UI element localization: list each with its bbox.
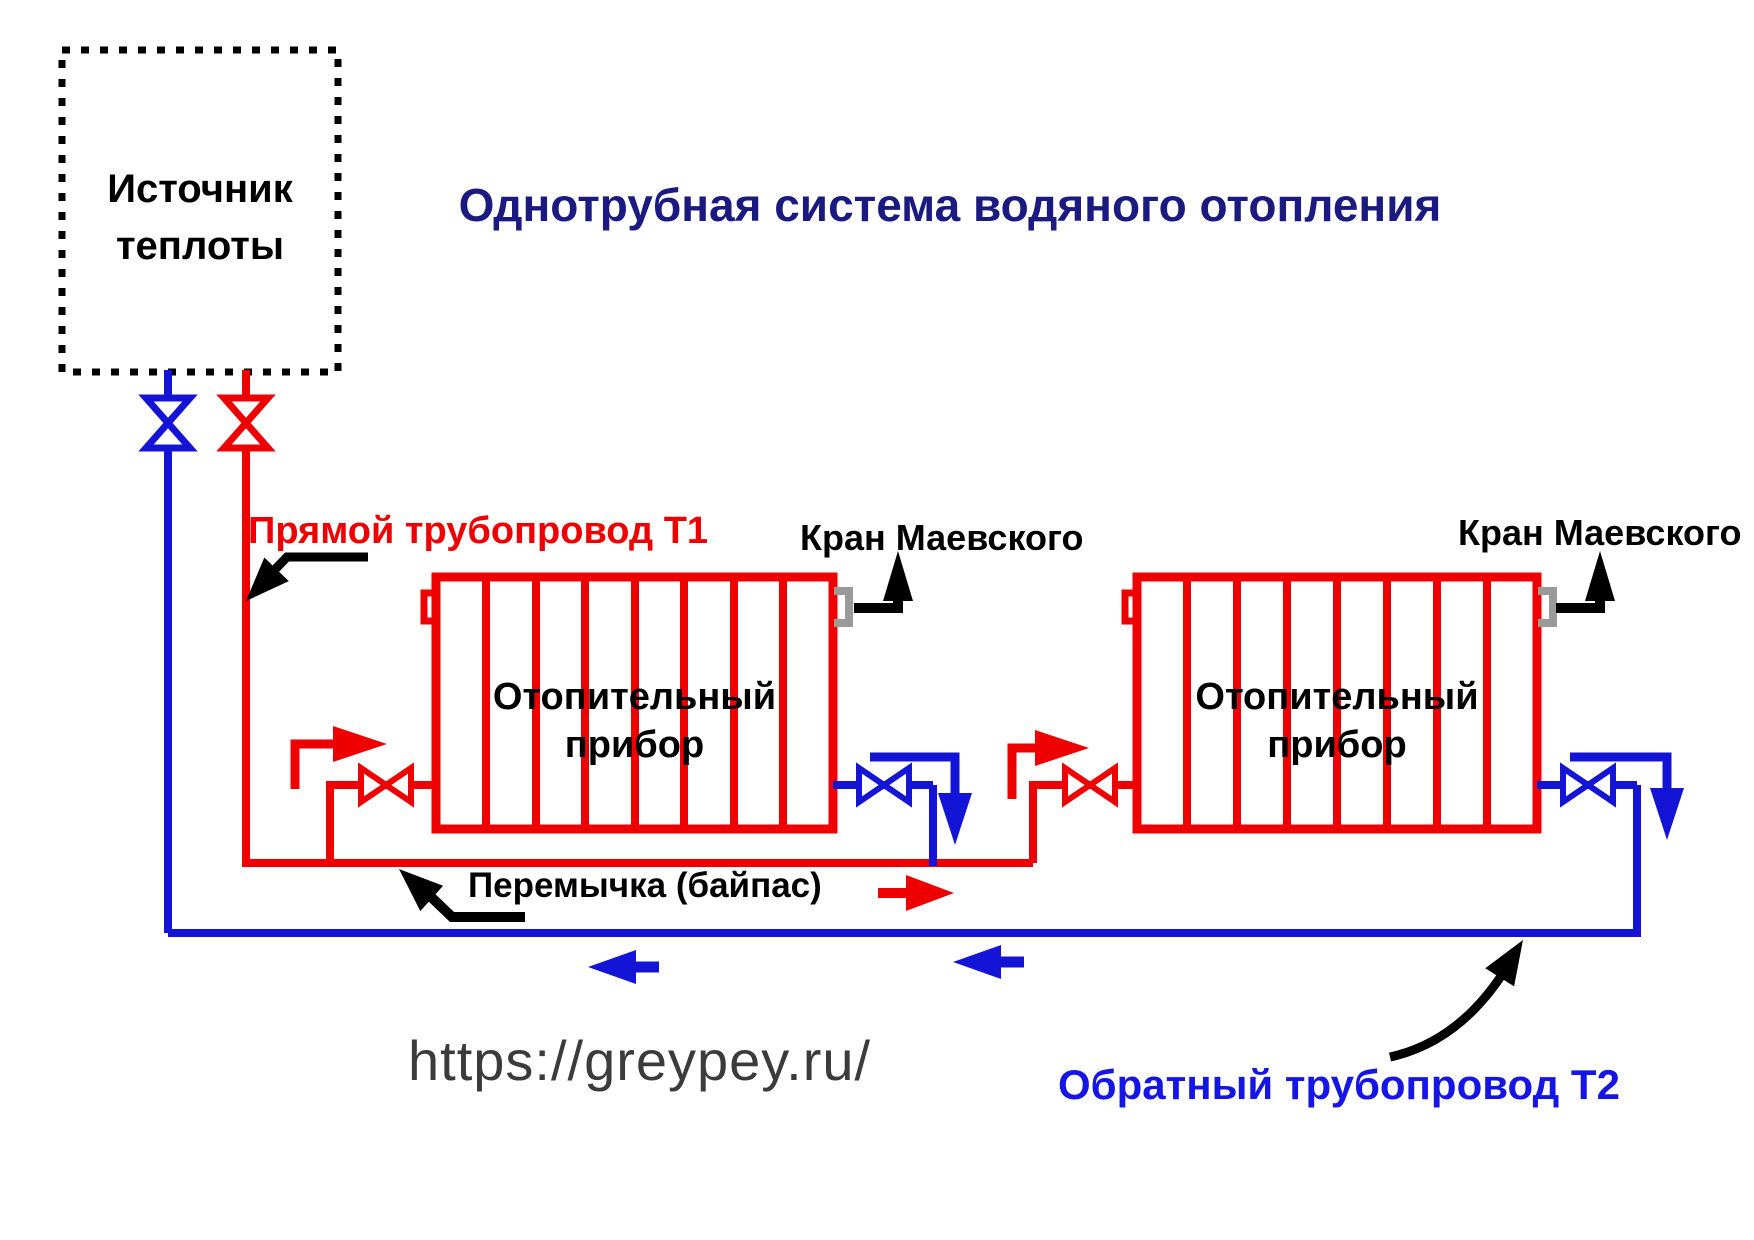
bypass-label: Перемычка (байпас) [468,866,822,905]
flow-arrow-return2-icon [953,945,1024,979]
radiator1-feed-valve-icon [358,762,414,808]
flow-arrow-exit1-icon [870,752,972,845]
flow-arrow-supply2-icon [1007,730,1089,799]
pointer-arrow-mayevsky2-icon [1556,551,1615,613]
mayevsky-valve1-label: Кран Маевского [800,517,1084,558]
pointer-arrow-bypass-icon [399,869,525,922]
radiator1-label: Отопительный прибор [492,676,777,766]
return-riser-valve-icon [138,394,198,452]
mayevsky-valve2-label: Кран Маевского [1458,512,1742,553]
pointer-arrow-mayevsky1-icon [854,551,913,613]
radiator2-feed-valve-icon [1062,762,1118,808]
flow-arrow-return1-icon [588,950,659,984]
supply-pipe-label: Прямой трубопровод Т1 [248,510,709,552]
radiator2-left-plug [1121,589,1137,625]
radiator2-exit-valve-icon [1560,762,1616,808]
radiator1-left-plug [420,589,436,625]
watermark-url: https://greypey.ru/ [408,1029,872,1092]
heat-source-box [58,46,342,376]
heat-source-label: Источник теплоты [107,167,293,268]
radiator2-mayevsky-valve-icon [1538,587,1557,627]
radiator2-label: Отопительный прибор [1195,676,1479,766]
radiator2-body [1132,572,1542,834]
radiator1-body [431,572,838,834]
flow-arrow-exit2-icon [1570,752,1684,840]
radiator1-mayevsky-valve-icon [834,587,853,627]
flow-arrow-supply1-icon [290,726,387,789]
radiator2-feed-pipe [1029,781,1137,863]
pointer-arrow-return-icon [1389,940,1523,1062]
radiator1-exit-valve-icon [856,762,912,808]
supply-riser-valve-icon [216,394,276,452]
pointer-arrow-supply-icon [246,552,368,601]
radiator1-feed-pipe [326,781,436,863]
flow-arrow-bypass-icon [878,875,954,911]
diagram-title: Однотрубная система водяного отопления [458,179,1442,231]
return-pipe-label: Обратный трубопровод Т2 [1058,1061,1620,1108]
return-pipe [168,785,1641,937]
